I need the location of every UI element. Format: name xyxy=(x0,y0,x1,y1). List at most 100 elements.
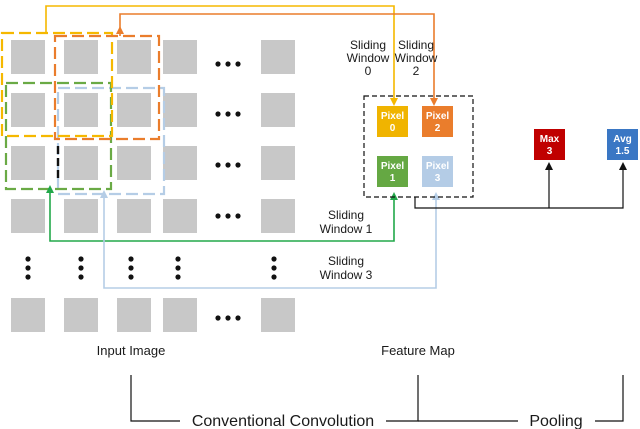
pixel-tile xyxy=(377,106,408,137)
grid-cell xyxy=(261,40,295,74)
convolution-bracket-left xyxy=(130,375,180,422)
grid-cell xyxy=(11,298,45,332)
feature-map-pixel-pixel-1: Pixel 1 xyxy=(377,156,408,187)
ellipsis-dot xyxy=(128,274,134,280)
ellipsis-dot xyxy=(235,162,241,168)
grid-cell xyxy=(163,40,197,74)
ellipsis-dot xyxy=(271,265,277,271)
grid-cell xyxy=(163,93,197,127)
ellipsis-dot xyxy=(215,61,221,67)
sliding-window-0-box xyxy=(0,31,114,138)
grid-cell xyxy=(163,146,197,180)
ellipsis-dot xyxy=(175,265,181,271)
pooling-output-avg: Avg 1.5 xyxy=(607,129,638,160)
sliding-window-3-label-line2: Window 3 xyxy=(320,268,373,282)
pixel-3-label: Pixel xyxy=(426,161,450,172)
avg-value: 1.5 xyxy=(616,146,630,157)
grid-cell xyxy=(11,146,45,180)
avg-label: Avg xyxy=(613,134,632,145)
grid-cell xyxy=(11,199,45,233)
pixel-1-label: Pixel xyxy=(381,161,405,172)
pooling-bracket-right xyxy=(595,375,624,422)
arrowhead-icon xyxy=(390,192,398,200)
grid-cell xyxy=(64,199,98,233)
ellipsis-dot xyxy=(78,256,84,262)
ellipsis-dot xyxy=(235,315,241,321)
arrowhead-icon xyxy=(430,98,438,106)
ellipsis-dot xyxy=(175,256,181,262)
pixel-0-label: Pixel xyxy=(381,111,405,122)
ellipsis-dot xyxy=(25,256,31,262)
grid-cell xyxy=(261,146,295,180)
pixel-2-index: 2 xyxy=(435,123,441,134)
pooling-connector xyxy=(414,168,624,209)
ellipsis-dot xyxy=(25,274,31,280)
arrowhead-icon xyxy=(390,98,398,106)
pooling-tile xyxy=(534,129,565,160)
ellipsis-dot xyxy=(271,256,277,262)
ellipsis-dot xyxy=(225,213,231,219)
grid-cell xyxy=(117,93,151,127)
ellipsis-dot xyxy=(78,274,84,280)
sliding-window-2-label-line2: Window xyxy=(395,51,438,65)
sliding-window-2-label-line3: 2 xyxy=(413,64,420,78)
ellipsis-dot xyxy=(215,111,221,117)
ellipsis-dot xyxy=(215,162,221,168)
window-2-connector xyxy=(119,13,435,100)
sliding-window-0-label-line1: Sliding xyxy=(350,38,386,52)
window-3-connector xyxy=(103,194,437,289)
ellipsis-dot xyxy=(128,256,134,262)
ellipsis-dot xyxy=(215,213,221,219)
pixel-tile xyxy=(422,106,453,137)
pixel-1-index: 1 xyxy=(390,173,396,184)
pooling-tile xyxy=(607,129,638,160)
sliding-window-0-label-line2: Window xyxy=(347,51,390,65)
vertical-ellipsis-group xyxy=(25,256,277,280)
feature-map-pixel-pixel-2: Pixel 2 xyxy=(422,106,453,137)
arrowhead-icon xyxy=(545,162,553,170)
grid-cell xyxy=(117,40,151,74)
ellipsis-dot xyxy=(225,162,231,168)
grid-cell xyxy=(117,199,151,233)
feature-map-box xyxy=(363,95,474,198)
ellipsis-dot xyxy=(225,61,231,67)
sliding-window-1-label-line1: Sliding xyxy=(328,208,364,222)
ellipsis-dot xyxy=(175,274,181,280)
horizontal-ellipsis-group xyxy=(215,61,241,321)
feature-map-label: Feature Map xyxy=(381,343,455,358)
input-image-label: Input Image xyxy=(97,343,166,358)
sliding-window-3-label-line1: Sliding xyxy=(328,254,364,268)
grid-cell xyxy=(64,40,98,74)
window-0-connector xyxy=(45,5,395,100)
window-1-connector xyxy=(49,189,395,242)
arrowhead-icon xyxy=(100,190,108,198)
ellipsis-dot xyxy=(225,315,231,321)
grid-cell xyxy=(163,298,197,332)
grid-cell xyxy=(163,199,197,233)
grid-cell xyxy=(11,40,45,74)
grid-cell xyxy=(64,298,98,332)
sliding-window-1-label-line2: Window 1 xyxy=(320,222,373,236)
input-image-grid xyxy=(11,40,295,332)
grid-cell xyxy=(261,298,295,332)
grid-cell xyxy=(261,199,295,233)
pixel-0-index: 0 xyxy=(390,123,396,134)
pooling-label: Pooling xyxy=(529,413,582,429)
ellipsis-dot xyxy=(225,111,231,117)
grid-cell xyxy=(64,93,98,127)
ellipsis-dot xyxy=(235,111,241,117)
grid-cell xyxy=(11,93,45,127)
conventional-convolution-label: Conventional Convolution xyxy=(192,413,374,429)
sliding-window-2-label-line1: Sliding xyxy=(398,38,434,52)
feature-map-pixel-pixel-3: Pixel 3 xyxy=(422,156,453,187)
ellipsis-dot xyxy=(271,274,277,280)
feature-map-pixel-pixel-0: Pixel 0 xyxy=(377,106,408,137)
ellipsis-dot xyxy=(25,265,31,271)
pixel-3-index: 3 xyxy=(435,173,441,184)
convolution-bracket-right xyxy=(386,375,419,422)
arrowhead-icon xyxy=(116,26,124,34)
grid-cell xyxy=(117,146,151,180)
sliding-window-0-label-line3: 0 xyxy=(365,64,372,78)
grid-cell xyxy=(64,146,98,180)
